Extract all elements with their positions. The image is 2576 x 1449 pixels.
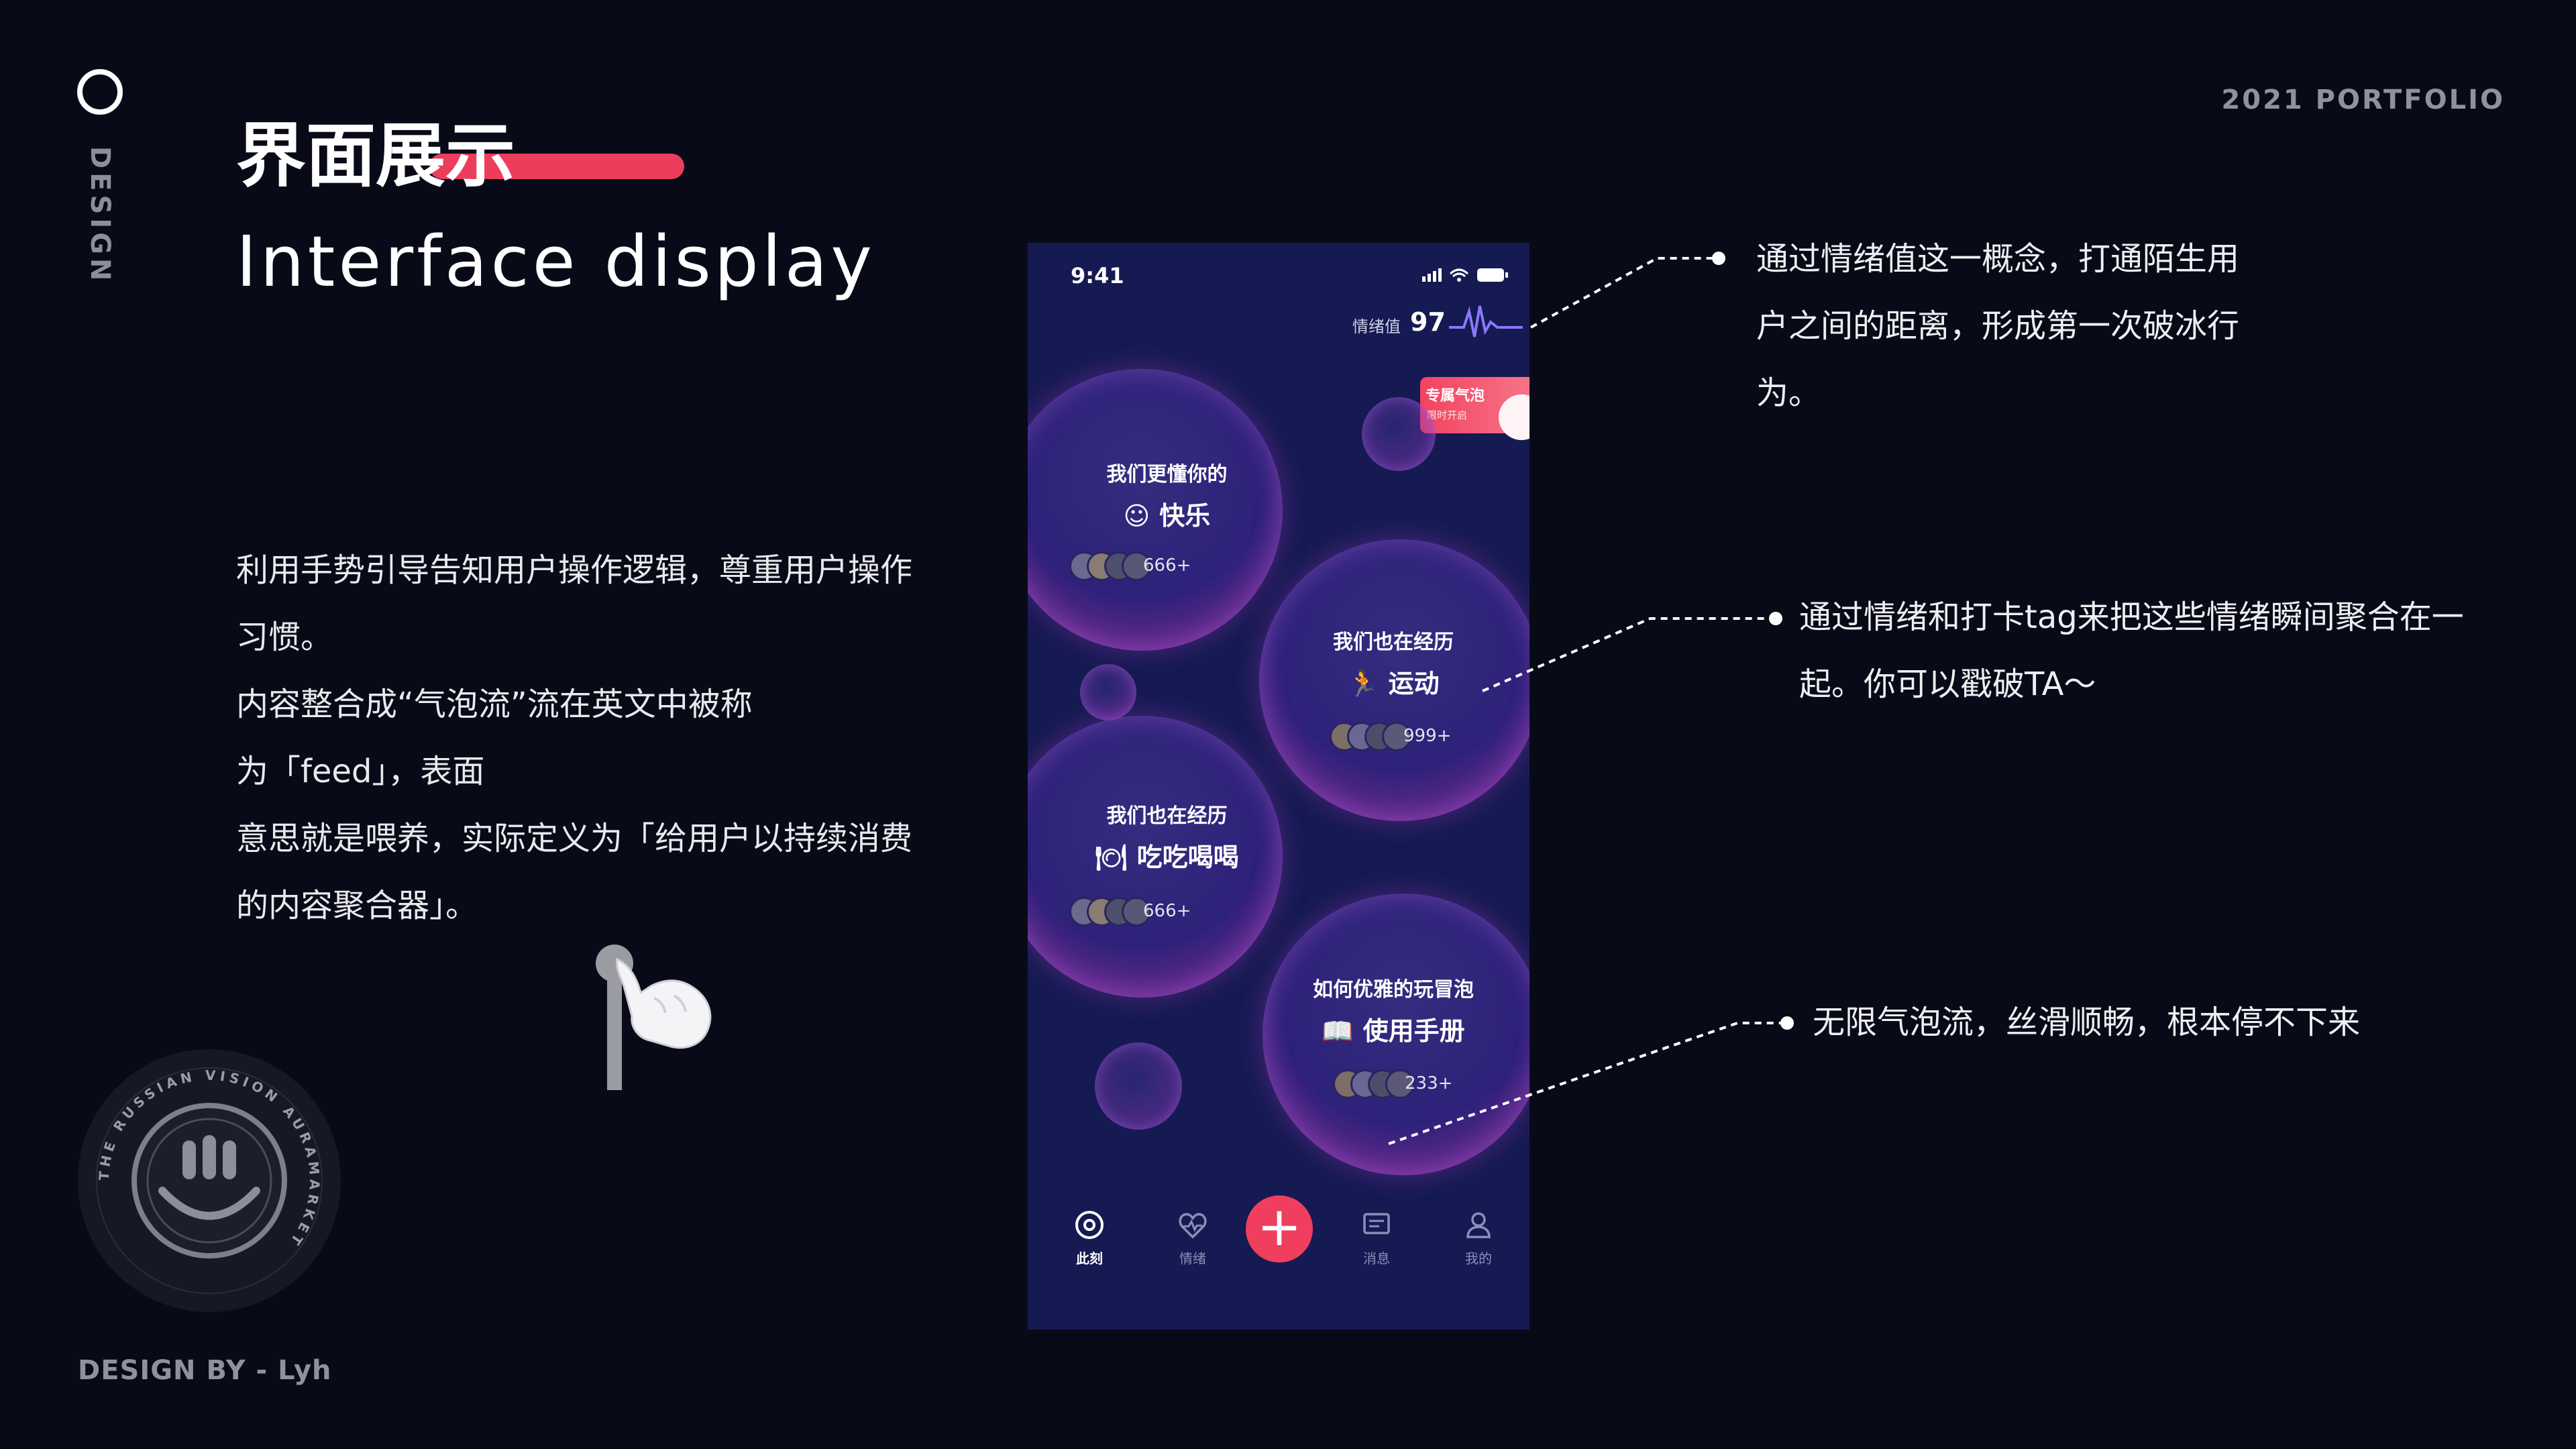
emotion-bubble[interactable]: 如何优雅的玩冒泡 📖 使用手册 233+ <box>1263 894 1529 1175</box>
user-icon <box>1466 1212 1491 1238</box>
bubble-tag-label: 使用手册 <box>1362 1016 1465 1046</box>
promo-bubble-card[interactable]: 专属气泡 限时开启 <box>1420 377 1529 440</box>
tab-label: 我的 <box>1465 1250 1492 1267</box>
mood-label: 情绪值 <box>1352 317 1401 336</box>
bubble-title: 我们也在经历 <box>1333 631 1454 654</box>
page-title-cn: 界面展示 <box>236 115 516 197</box>
avatar <box>1122 551 1151 581</box>
side-label: DESIGN <box>85 146 115 285</box>
bubble-title: 如何优雅的玩冒泡 <box>1313 978 1474 1002</box>
tab-label: 消息 <box>1363 1250 1390 1267</box>
bubble-tag-label: 吃吃喝喝 <box>1136 843 1239 872</box>
annotation-line: 起。你可以戳破TA～ <box>1799 665 2096 703</box>
emotion-bubble[interactable]: 我们更懂你的 ☺ 快乐 666+ <box>1028 369 1283 651</box>
description-line: 利用手势引导告知用户操作逻辑，尊重用户操作 <box>236 551 913 589</box>
mood-value: 97 <box>1410 307 1446 337</box>
emotion-bubble[interactable]: 我们也在经历 🍽 吃吃喝喝 666+ <box>1028 716 1283 998</box>
annotation-emotion-tags: 通过情绪和打卡tag来把这些情绪瞬间聚合在一 起。你可以戳破TA～ <box>1799 584 2464 718</box>
bubble-title: 我们也在经历 <box>1106 804 1228 828</box>
description: 利用手势引导告知用户操作逻辑，尊重用户操作 习惯。 内容整合成“气泡流”流在英文… <box>236 537 947 939</box>
bubble-tag: 🍽 吃吃喝喝 <box>1028 837 1283 873</box>
heart-pulse-icon <box>1179 1213 1207 1239</box>
dining-icon: 🍽 <box>1095 843 1128 872</box>
promo-bubble-icon <box>1499 394 1529 440</box>
bubble-count: 233+ <box>1405 1073 1453 1093</box>
annotation-line: 通过情绪和打卡tag来把这些情绪瞬间聚合在一 <box>1799 598 2464 636</box>
promo-title: 专属气泡 <box>1426 388 1485 405</box>
avatar-stack <box>1330 722 1437 751</box>
tab-profile[interactable]: 我的 <box>1438 1209 1519 1267</box>
page-title-en: Interface display <box>236 221 875 303</box>
annotation-mood-value: 通过情绪值这一概念，打通陌生用 户之间的距离，形成第一次破冰行 为。 <box>1756 225 2239 427</box>
bubble-tag: 🏃 运动 <box>1259 663 1529 700</box>
bubble-tag-label: 运动 <box>1388 669 1440 698</box>
mini-bubble <box>1080 664 1136 720</box>
bubble-tag: ☺ 快乐 <box>1028 495 1283 532</box>
portfolio-label: 2021 PORTFOLIO <box>2221 85 2505 115</box>
annotation-line: 无限气泡流，丝滑顺畅，根本停不下来 <box>1813 1004 2361 1041</box>
phone-screen: 9:41 情绪值 97 专属气泡 限时开启 我们更懂你的 ☺ 快乐 666+ 我们… <box>1028 243 1529 1330</box>
description-line: 习惯。 <box>236 619 333 656</box>
tab-label: 情绪 <box>1179 1250 1206 1267</box>
annotation-line: 为。 <box>1756 374 1821 412</box>
description-line: 意思就是喂养，实际定义为「给用户以持续消费 <box>236 820 913 857</box>
tab-messages[interactable]: 消息 <box>1336 1209 1417 1267</box>
pulse-wave-icon <box>1449 305 1523 337</box>
status-icons <box>1422 268 1508 282</box>
avatar-stack <box>1069 551 1177 581</box>
mini-bubble <box>1362 397 1436 471</box>
running-icon: 🏃 <box>1347 669 1379 698</box>
smile-icon: ☺ <box>1123 501 1150 531</box>
promo-subtitle: 限时开启 <box>1427 409 1468 421</box>
vision-badge-icon: THE RUSSIAN VISION AURAMARKET <box>78 1049 341 1312</box>
description-line: 的内容聚合器」。 <box>236 887 478 924</box>
add-button[interactable]: + <box>1246 1195 1313 1263</box>
bubble-count: 666+ <box>1143 901 1191 921</box>
swipe-hand-icon <box>596 945 712 1090</box>
bubble-count: 666+ <box>1143 555 1191 576</box>
mini-bubble <box>1095 1042 1182 1130</box>
tab-emotion[interactable]: 情绪 <box>1152 1209 1233 1267</box>
tab-bar: 此刻 情绪 + 消息 我的 <box>1028 1195 1529 1330</box>
emotion-bubble[interactable]: 我们也在经历 🏃 运动 999+ <box>1259 539 1529 821</box>
book-icon: 📖 <box>1322 1016 1354 1046</box>
description-line: 内容整合成“气泡流”流在英文中被称 <box>236 686 753 723</box>
bubble-tag-label: 快乐 <box>1159 501 1211 531</box>
message-icon <box>1363 1213 1390 1234</box>
avatar <box>1382 722 1411 751</box>
title-underline-bar <box>429 154 684 179</box>
bubble-count: 999+ <box>1403 726 1452 746</box>
designer-credit: DESIGN BY - Lyh <box>78 1355 332 1386</box>
description-line: 为「feed」，表面 <box>236 753 485 790</box>
tab-now[interactable]: 此刻 <box>1049 1209 1130 1267</box>
bubble-tag: 📖 使用手册 <box>1263 1010 1529 1047</box>
target-icon <box>1075 1211 1104 1239</box>
annotation-line: 户之间的距离，形成第一次破冰行 <box>1756 307 2240 345</box>
status-time: 9:41 <box>1071 263 1124 288</box>
avatar-stack <box>1069 897 1177 926</box>
annotation-infinite-stream: 无限气泡流，丝滑顺畅，根本停不下来 <box>1813 989 2360 1056</box>
annotation-line: 通过情绪值这一概念，打通陌生用 <box>1756 240 2240 278</box>
bubble-title: 我们更懂你的 <box>1106 463 1228 486</box>
avatar <box>1122 897 1151 926</box>
tab-label: 此刻 <box>1076 1250 1103 1267</box>
logo-ring-icon <box>77 69 123 115</box>
